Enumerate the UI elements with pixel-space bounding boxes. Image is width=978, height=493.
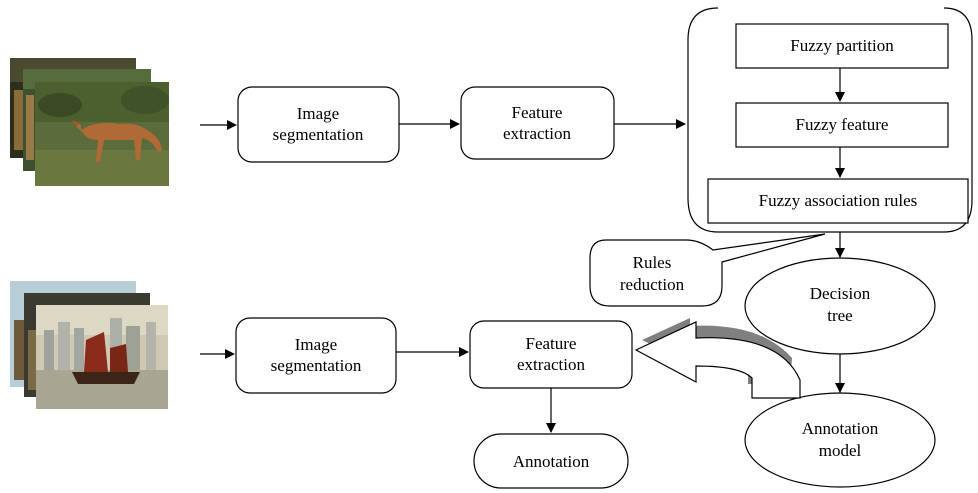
annotation-model-label-1: Annotation xyxy=(802,419,879,438)
training-photo-front xyxy=(35,82,169,186)
label-line-2: extraction xyxy=(517,355,585,374)
training-feature-extraction: Feature extraction xyxy=(460,86,615,160)
label-line-1: Feature xyxy=(526,334,577,353)
test-image-stack xyxy=(10,281,168,409)
annotation-label: Annotation xyxy=(513,452,590,471)
label-line-1: Image xyxy=(297,104,339,123)
fuzzy-group-bracket xyxy=(687,7,973,233)
label-line-1: Image xyxy=(295,335,337,354)
decision-tree-node: Decision tree xyxy=(744,257,936,355)
decision-tree-label-1: Decision xyxy=(810,284,871,303)
test-feature-extraction: Feature extraction xyxy=(469,320,633,389)
junk-boat-figure xyxy=(72,332,140,384)
feedback-curved-arrow xyxy=(634,318,801,399)
decision-tree-label-2: tree xyxy=(827,306,852,325)
fuzzy-association-rules-box: Fuzzy association rules xyxy=(707,178,969,224)
annotation-model-node: Annotation model xyxy=(744,392,936,488)
test-image-segmentation: Image segmentation xyxy=(235,317,397,394)
training-image-stack xyxy=(10,58,169,186)
fuzzy-partition-label: Fuzzy partition xyxy=(790,36,894,55)
rules-reduction-callout: Rules reduction xyxy=(589,233,826,307)
fuzzy-feature-label: Fuzzy feature xyxy=(796,115,889,134)
label-line-2: extraction xyxy=(503,124,571,143)
feedback-arrow-outline xyxy=(634,321,801,399)
label-line-1: Feature xyxy=(512,103,563,122)
training-image-segmentation: Image segmentation xyxy=(237,86,400,163)
annotation-model-label-2: model xyxy=(819,441,862,460)
fuzzy-partition-box: Fuzzy partition xyxy=(735,23,949,69)
test-photo-front xyxy=(36,305,168,409)
rules-reduction-label-1: Rules xyxy=(633,253,672,272)
fuzzy-feature-box: Fuzzy feature xyxy=(735,102,949,148)
label-line-2: segmentation xyxy=(273,125,364,144)
fuzzy-association-rules-label: Fuzzy association rules xyxy=(759,191,918,210)
annotation-node: Annotation xyxy=(473,433,629,489)
rules-reduction-label-2: reduction xyxy=(620,275,685,294)
label-line-2: segmentation xyxy=(271,356,362,375)
fox-figure xyxy=(72,120,162,162)
